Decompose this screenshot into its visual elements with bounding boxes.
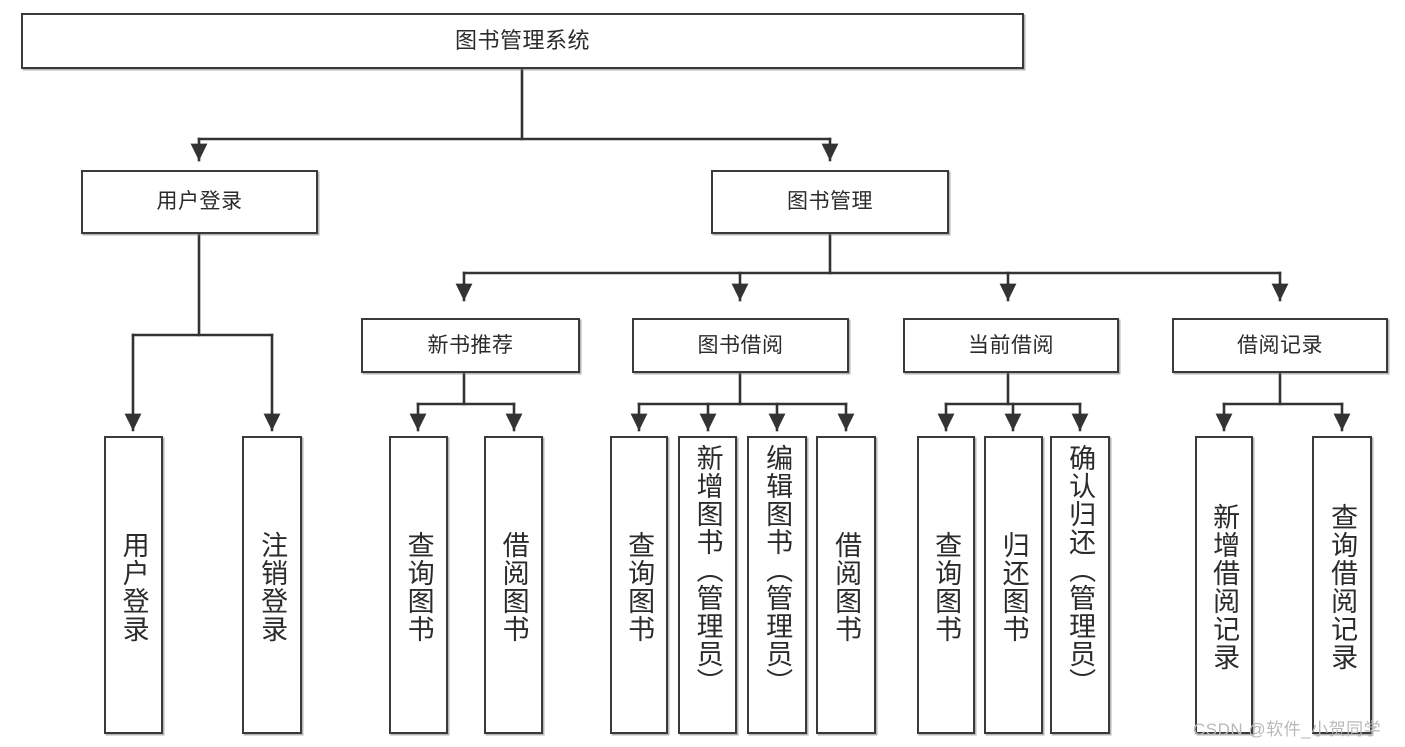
node-leaf-borrow-book-1[interactable]: 借阅图书: [484, 436, 543, 734]
watermark: CSDN @软件_小贺同学: [1193, 720, 1382, 739]
node-book-borrow[interactable]: 图书借阅: [632, 318, 849, 373]
node-leaf-add-record[interactable]: 新增借阅记录: [1195, 436, 1253, 734]
node-leaf-query-book-1[interactable]: 查询图书: [389, 436, 448, 734]
node-leaf-borrow-book-2[interactable]: 借阅图书: [816, 436, 876, 734]
node-leaf-add-book-label: 新增图书（管理员）: [692, 444, 723, 696]
node-book-manage-label: 图书管理: [787, 190, 873, 214]
node-leaf-edit-book[interactable]: 编辑图书（管理员）: [747, 436, 807, 734]
node-book-manage[interactable]: 图书管理: [711, 170, 949, 234]
node-leaf-add-record-label: 新增借阅记录: [1209, 503, 1240, 671]
node-current-borrow-label: 当前借阅: [968, 333, 1054, 357]
node-leaf-borrow-book-1-label: 借阅图书: [498, 531, 529, 643]
node-leaf-logout-label: 注销登录: [257, 531, 288, 643]
node-user-login[interactable]: 用户登录: [81, 170, 318, 234]
node-leaf-user-login-label: 用户登录: [118, 531, 149, 643]
node-leaf-query-book-2[interactable]: 查询图书: [610, 436, 668, 734]
node-leaf-logout[interactable]: 注销登录: [242, 436, 302, 734]
node-leaf-query-record-label: 查询借阅记录: [1327, 503, 1358, 671]
node-book-borrow-label: 图书借阅: [697, 333, 784, 357]
node-leaf-return-book[interactable]: 归还图书: [984, 436, 1043, 734]
node-leaf-edit-book-label: 编辑图书（管理员）: [762, 444, 793, 696]
node-leaf-query-record[interactable]: 查询借阅记录: [1312, 436, 1372, 734]
node-borrow-record[interactable]: 借阅记录: [1172, 318, 1388, 373]
node-leaf-confirm-return-label: 确认归还（管理员）: [1065, 444, 1096, 696]
node-new-book-rec-label: 新书推荐: [427, 333, 514, 357]
node-leaf-query-book-1-label: 查询图书: [403, 531, 434, 643]
node-leaf-borrow-book-2-label: 借阅图书: [831, 531, 862, 643]
node-leaf-confirm-return[interactable]: 确认归还（管理员）: [1050, 436, 1110, 734]
node-leaf-query-book-3-label: 查询图书: [931, 531, 962, 643]
node-leaf-query-book-2-label: 查询图书: [624, 531, 655, 643]
node-leaf-user-login[interactable]: 用户登录: [104, 436, 163, 734]
node-leaf-query-book-3[interactable]: 查询图书: [917, 436, 975, 734]
node-borrow-record-label: 借阅记录: [1237, 333, 1323, 357]
node-root[interactable]: 图书管理系统: [21, 13, 1024, 69]
node-current-borrow[interactable]: 当前借阅: [903, 318, 1119, 373]
node-leaf-add-book[interactable]: 新增图书（管理员）: [678, 436, 737, 734]
node-new-book-rec[interactable]: 新书推荐: [361, 318, 580, 373]
node-user-login-label: 用户登录: [156, 190, 243, 214]
node-root-label: 图书管理系统: [454, 27, 590, 53]
node-leaf-return-book-label: 归还图书: [998, 531, 1029, 643]
